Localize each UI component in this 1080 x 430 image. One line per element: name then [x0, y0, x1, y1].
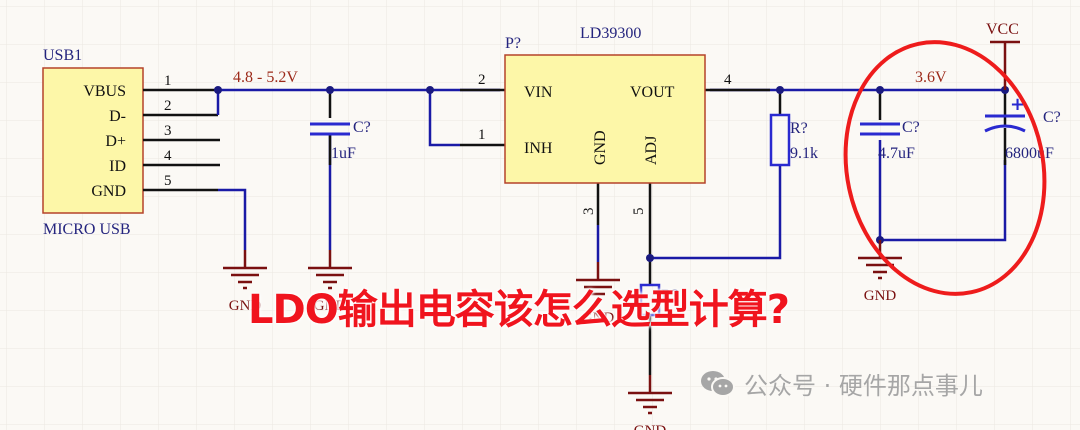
usb-pin-number: 4 [164, 148, 172, 164]
usb-pin-name: D+ [105, 133, 126, 150]
ground-icon: GND [308, 250, 352, 314]
usb-body [42, 67, 144, 214]
junction-dot [214, 86, 222, 94]
junction-dot [326, 86, 334, 94]
resistor-designator: R? [661, 287, 679, 304]
usb-pin-number: 3 [164, 123, 172, 139]
usb-pin-name: D- [109, 108, 126, 125]
ldo-pin-number: 5 [631, 208, 647, 216]
ldo-pin-number: 3 [581, 208, 597, 216]
cap-designator: C? [902, 119, 920, 136]
cap-curved-plate [984, 124, 1026, 133]
ldo-pin-number: 4 [724, 72, 732, 88]
usb-pin-number: 2 [164, 98, 172, 114]
usb-pin-name: ID [109, 158, 126, 175]
cap-designator: C? [1043, 109, 1061, 126]
ground-label: GND [634, 423, 667, 430]
usb-pin-name: VBUS [83, 83, 126, 100]
ground-icon: GND [223, 250, 267, 314]
feedback-resistor-top[interactable]: R? 9.1k [769, 113, 818, 167]
resistor-value: 9.1k [790, 145, 818, 162]
watermark: 公众号 · 硬件那点事儿 [700, 366, 983, 401]
output-net-label: 3.6V [915, 69, 947, 86]
wire-feedback [650, 165, 782, 260]
ldo-part-number: LD39300 [580, 25, 641, 42]
wechat-icon [701, 370, 735, 397]
cap-value: 4.7uF [878, 145, 915, 162]
usb-pin-number: 5 [164, 173, 172, 189]
resistor-designator: R? [790, 120, 808, 137]
ldo-designator: P? [505, 35, 521, 52]
resistor-body [639, 283, 661, 317]
vcc-label: VCC [986, 21, 1019, 38]
junction-dot [876, 86, 884, 94]
ldo-pin-name: VOUT [630, 84, 675, 101]
usb-pin-name: GND [91, 183, 126, 200]
ldo-pin-number: 1 [478, 127, 486, 143]
watermark-text: 公众号 · 硬件那点事儿 [744, 372, 983, 400]
ground-label: GND [582, 310, 615, 326]
usb-designator: USB1 [43, 47, 82, 64]
ground-label: GND [864, 288, 897, 304]
ldo-pin-name: GND [592, 130, 609, 165]
ground-label: GND [229, 298, 262, 314]
junction-dot [646, 254, 654, 262]
feedback-resistor-bottom[interactable]: R? [639, 283, 679, 317]
ldo-pin-number: 2 [478, 72, 486, 88]
usb-pin-lines [143, 88, 220, 192]
wire-usb-gnd [218, 188, 247, 250]
input-capacitor[interactable]: C? 1uF [310, 119, 371, 162]
pin-stubs [328, 88, 1007, 375]
junction-dot [426, 86, 434, 94]
junctions [214, 86, 1009, 262]
wire-cout-gnd [880, 160, 1007, 242]
usb-comment: MICRO USB [43, 221, 131, 238]
vcc-power-port: VCC [986, 21, 1020, 90]
ldo-pin-name: ADJ [643, 136, 660, 165]
ground-label: GND [314, 298, 347, 314]
highlight-ellipse [843, 40, 1047, 296]
resistor-body [769, 113, 791, 167]
cap-value: 6800uF [1005, 145, 1054, 162]
ldo-body [504, 54, 706, 184]
ground-icon: GND [628, 375, 672, 430]
cap-designator: C? [353, 119, 371, 136]
usb-pin-number: 1 [164, 73, 172, 89]
ground-icon: GND [576, 262, 620, 326]
ldo-pin-name: INH [524, 140, 553, 157]
ldo-regulator[interactable]: LD39300 P? VIN INH GND ADJ VOUT 2 1 3 5 … [478, 25, 732, 215]
title-overlay: LDO输出电容该怎么选型计算? [248, 287, 790, 333]
cap-value: 1uF [331, 145, 356, 162]
input-net-label: 4.8 - 5.2V [233, 69, 298, 86]
wire-inh [428, 90, 460, 147]
usb-connector[interactable]: USB1 MICRO USB VBUS D- D+ ID GND 1 2 3 4… [42, 47, 220, 238]
ldo-pin-name: VIN [524, 84, 553, 101]
junction-dot [776, 86, 784, 94]
output-capacitor-ceramic[interactable]: C? 4.7uF [860, 119, 920, 162]
